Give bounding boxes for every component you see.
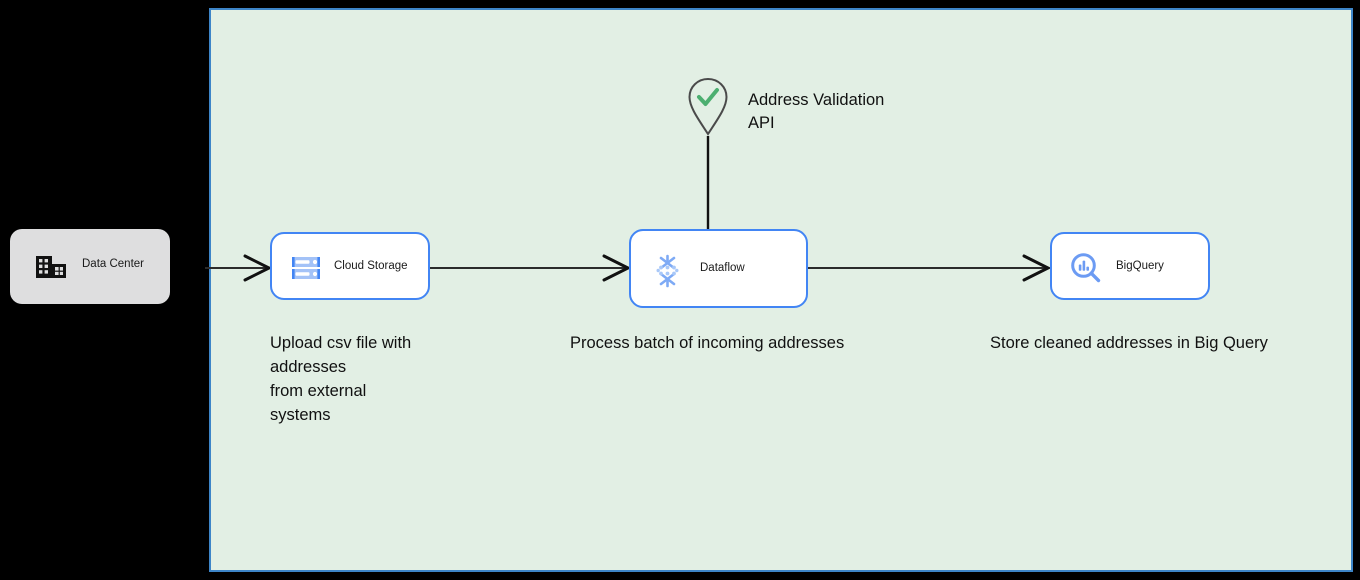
node-label-dataflow: Dataflow	[700, 262, 745, 274]
dataflow-icon	[652, 252, 690, 290]
connector-dataflow-to-bigquery	[804, 248, 1054, 288]
node-label-cloud-storage: Cloud Storage	[334, 260, 408, 272]
caption-bigquery: Store cleaned addresses in Big Query	[990, 334, 1268, 352]
connector-data-center-to-cloud-storage	[205, 248, 275, 288]
bigquery-icon	[1068, 250, 1104, 286]
caption-dataflow: Process batch of incoming addresses	[570, 334, 845, 352]
node-bigquery[interactable]: BigQuery	[1050, 232, 1210, 300]
map-pin-check-icon	[688, 77, 728, 136]
node-cloud-storage[interactable]: Cloud Storage	[270, 232, 430, 300]
cloud-storage-icon	[288, 250, 324, 286]
node-data-center[interactable]: Data Center	[10, 229, 170, 304]
connector-cloud-storage-to-dataflow	[426, 248, 634, 288]
data-center-building-icon	[32, 248, 70, 286]
caption-cloud-storage: Upload csv file with addresses from exte…	[270, 334, 412, 424]
node-label-data-center: Data Center	[82, 258, 145, 270]
node-address-validation-api[interactable]	[685, 76, 731, 138]
label-address-validation-api: Address Validation API	[748, 91, 885, 132]
connector-address-api-to-dataflow	[700, 136, 716, 232]
node-dataflow[interactable]: Dataflow	[629, 229, 808, 308]
node-label-bigquery: BigQuery	[1116, 260, 1164, 272]
